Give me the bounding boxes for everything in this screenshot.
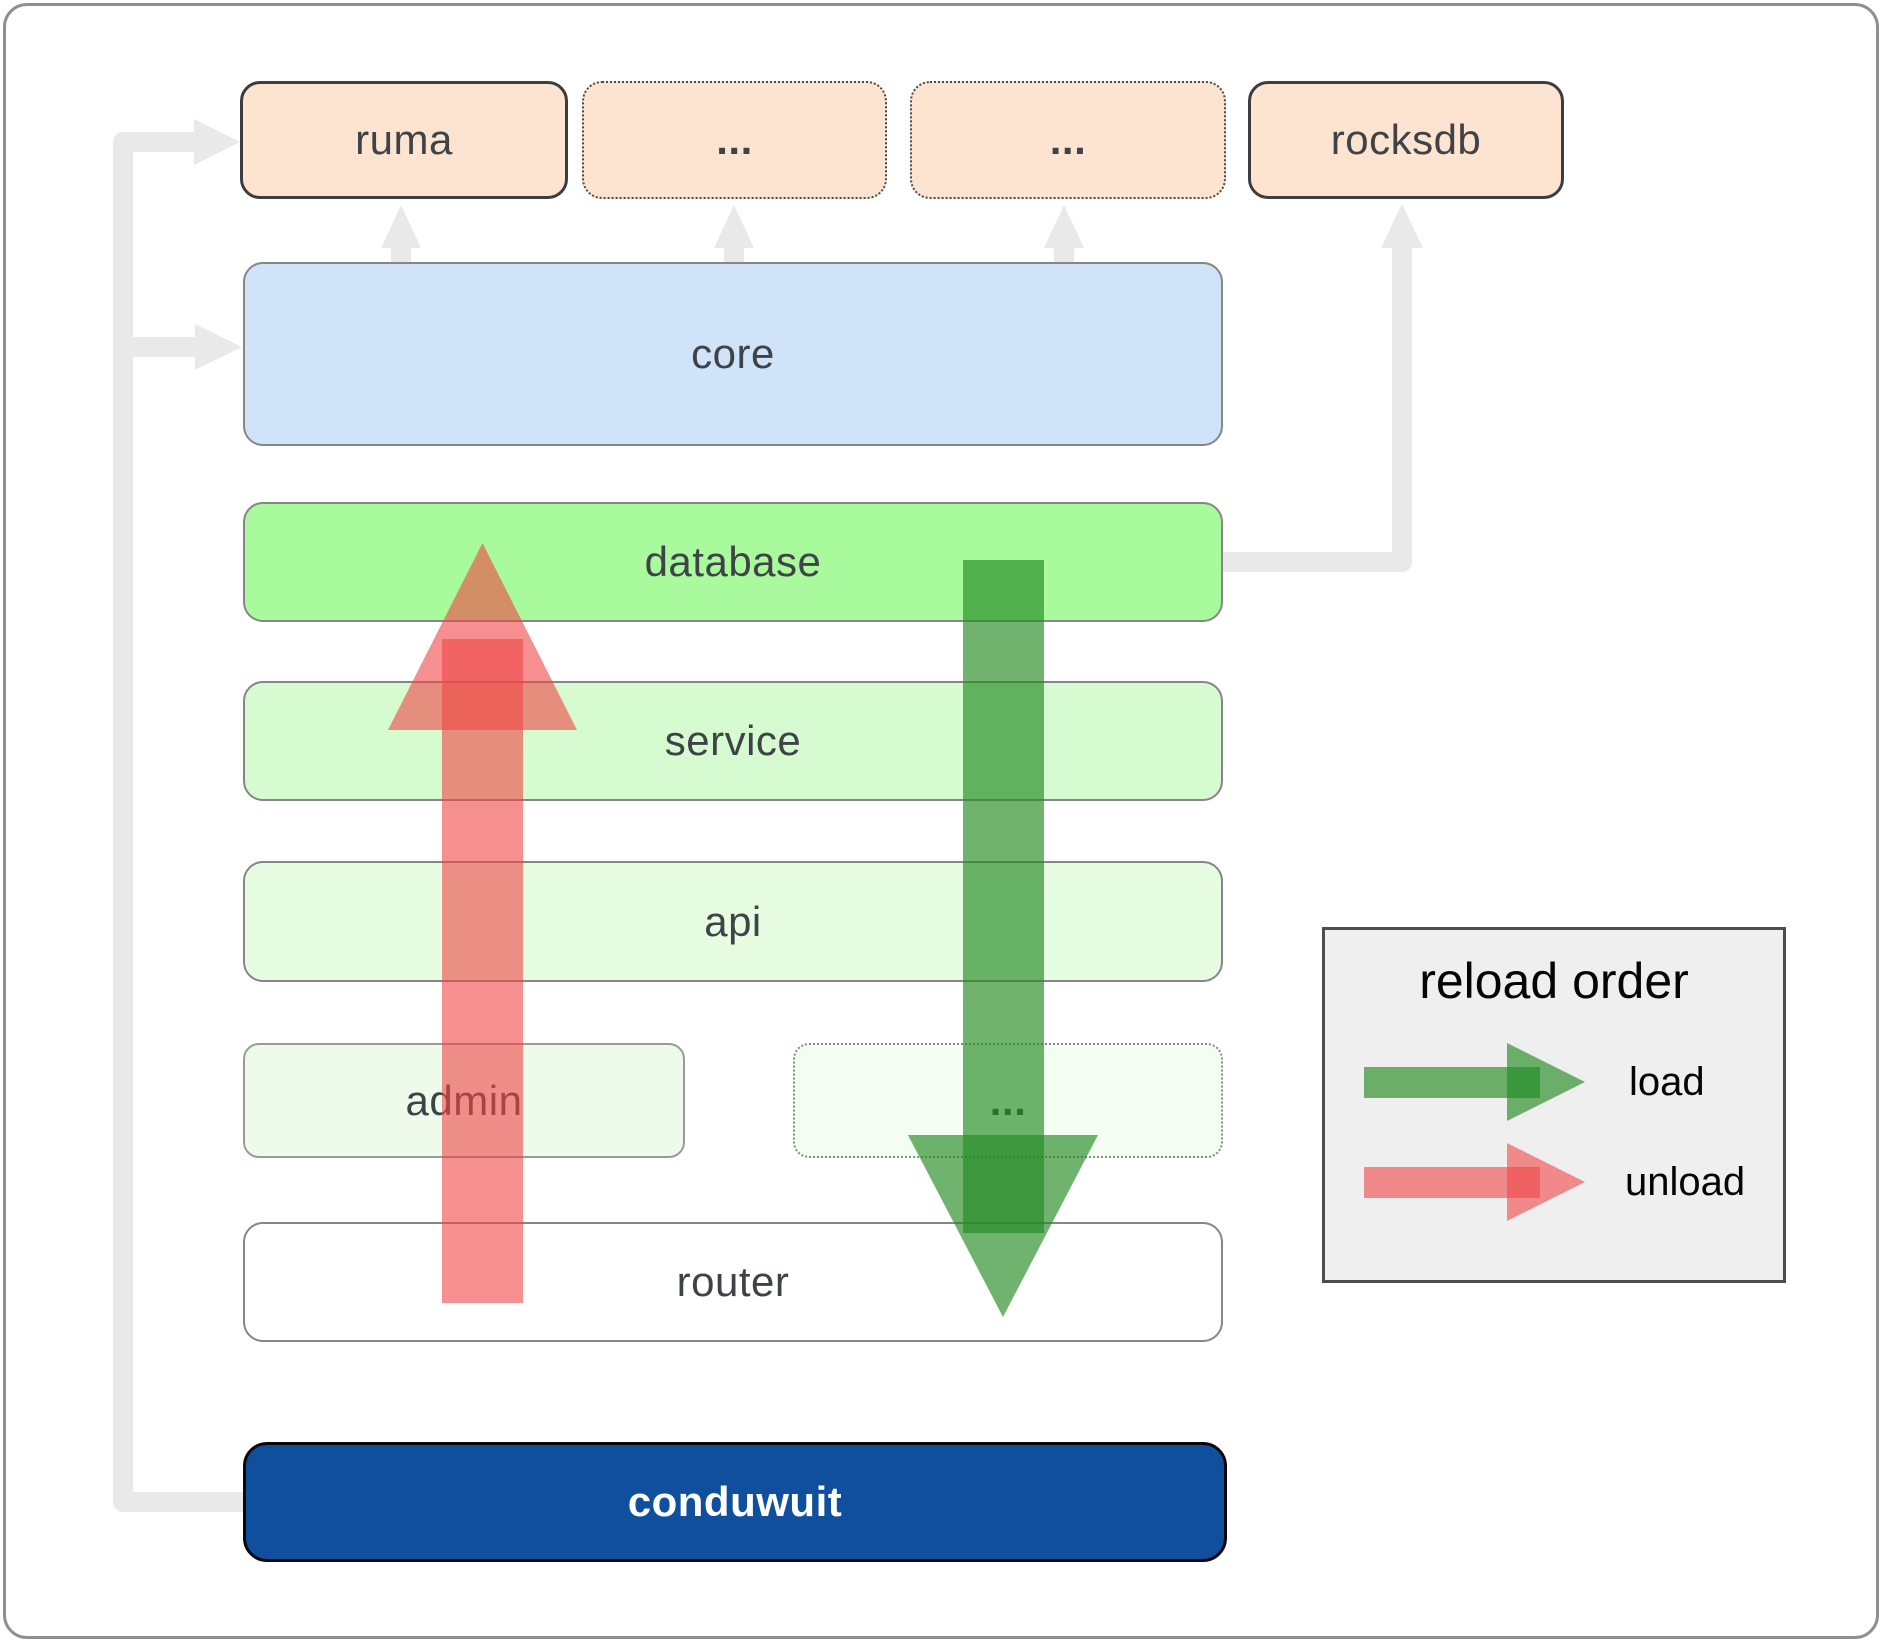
legend-unload-label: unload	[1625, 1159, 1746, 1204]
connector-conduwuit-to-ruma	[113, 132, 243, 1512]
box-conduwuit-label: conduwuit	[627, 1478, 843, 1525]
arrowhead-to-rocksdb-icon	[1381, 204, 1423, 248]
load-arrow-shaft-icon	[963, 560, 1044, 1233]
arrowhead-core-plugin-b-icon	[1044, 205, 1084, 248]
arrowhead-to-core-icon	[195, 324, 242, 370]
arrowhead-core-ruma-icon	[381, 205, 421, 248]
box-rocksdb: rocksdb	[1248, 81, 1564, 199]
box-api: api	[243, 861, 1223, 982]
box-service: service	[243, 681, 1223, 801]
legend-title: reload order	[1419, 953, 1689, 1009]
box-ruma-label: ruma	[355, 116, 453, 163]
box-ruma: ruma	[240, 81, 568, 199]
box-router: router	[243, 1222, 1223, 1342]
box-core: core	[243, 262, 1223, 446]
arrowhead-to-ruma-icon	[194, 119, 240, 165]
diagram-frame	[3, 3, 1879, 1639]
box-router-label: router	[676, 1258, 790, 1305]
box-api-label: api	[704, 897, 762, 945]
box-plugin-b-label: ...	[1049, 116, 1087, 163]
box-service-label: service	[664, 717, 802, 764]
box-database: database	[243, 502, 1223, 622]
legend-load-label: load	[1629, 1059, 1705, 1104]
arrowhead-core-plugin-a-icon	[714, 205, 754, 248]
box-database-label: database	[644, 538, 822, 585]
box-plugin-placeholder-a: ...	[582, 81, 887, 199]
unload-arrow-shaft-icon	[442, 639, 523, 1303]
legend-panel	[1322, 927, 1786, 1283]
box-rocksdb-label: rocksdb	[1330, 116, 1482, 163]
box-core-label: core	[691, 330, 775, 377]
box-conduwuit: conduwuit	[243, 1442, 1227, 1562]
connector-database-to-rocksdb	[1223, 248, 1412, 572]
box-plugin-a-label: ...	[716, 116, 753, 163]
box-plugin-placeholder-b: ...	[910, 81, 1226, 199]
